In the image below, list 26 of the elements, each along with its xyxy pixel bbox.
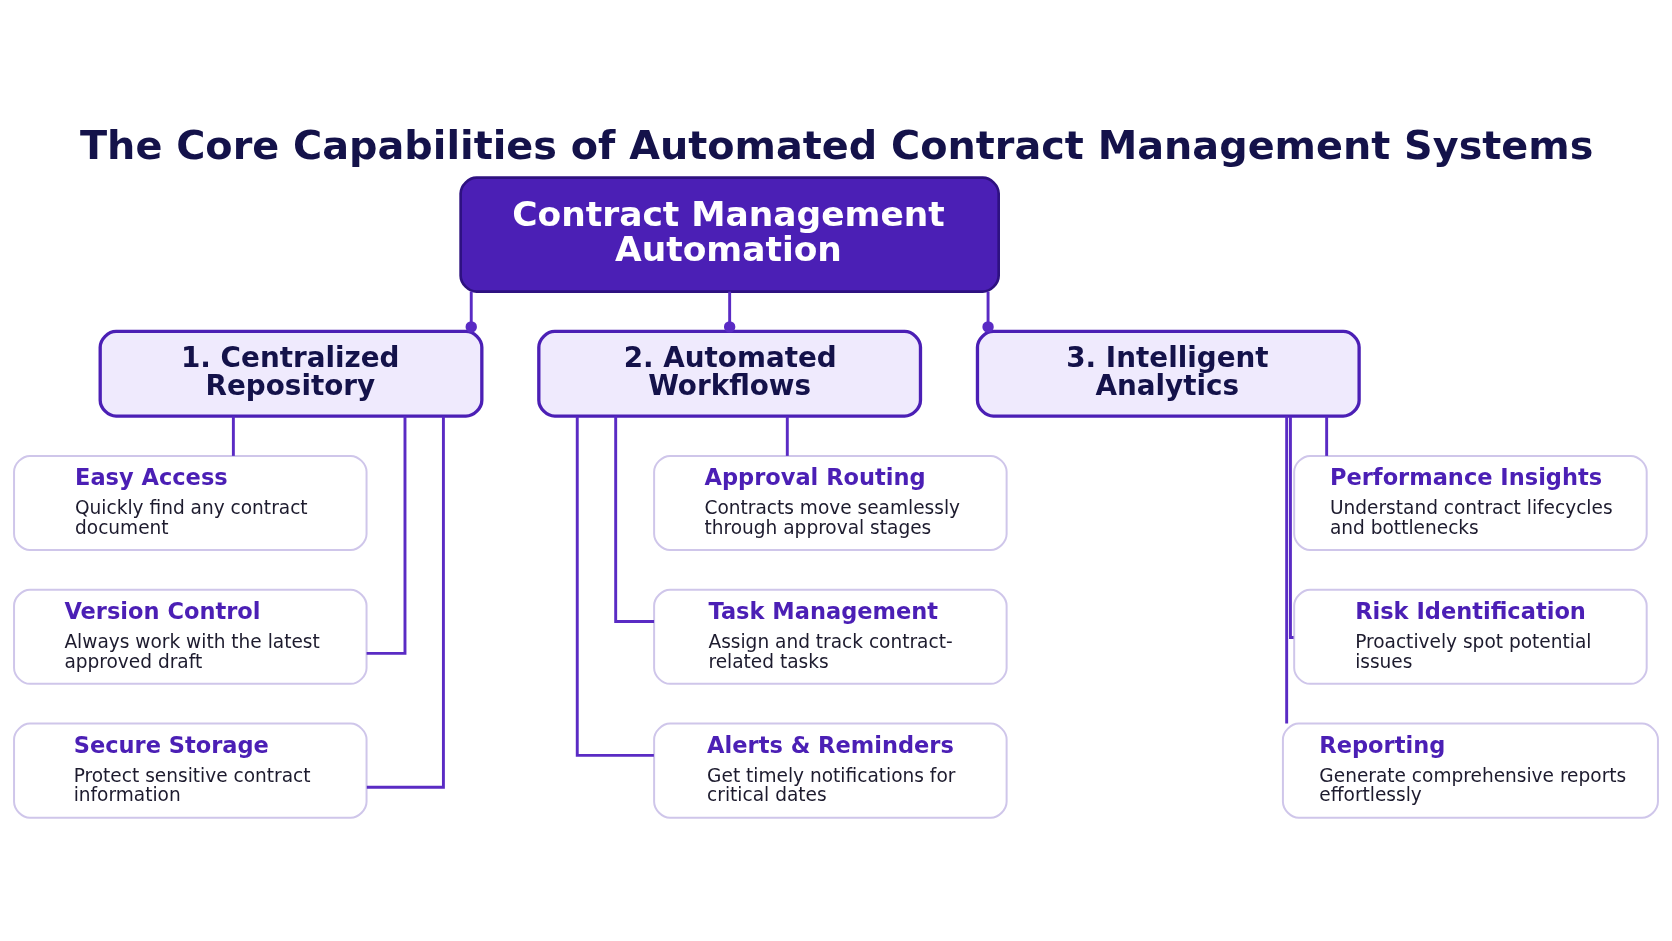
connector [366,416,407,655]
connector [982,291,994,333]
connector [231,416,235,456]
connector [785,416,789,456]
connector [614,416,655,624]
node-box: Reporting Generate comprehensive reports effortlessly [1281,722,1659,819]
node-box: Performance Insights Understand contract lifecycles and bottlenecks [1293,454,1648,551]
node-box: 2. Automated Workflows [537,329,923,418]
connector [1285,416,1289,724]
connector [1325,416,1329,456]
connector [465,291,477,333]
connector [723,291,736,333]
node-box: Alerts & Reminders Get timely notifications for critical dates [653,722,1008,819]
node-box: Approval Routing Contracts move seamlessly through approval stages [653,454,1008,551]
node-box: Risk Identification Proactively spot potential issues [1293,588,1648,685]
connector [575,416,654,757]
node-box: 1. Centralized Repository [98,329,484,418]
node-box: Task Management Assign and track contract-related tasks [653,588,1008,685]
node-box: Version Control Always work with the latest approved draft [13,588,368,685]
connector [1288,416,1294,639]
diagram-title: The Core Capabilities of Automated Contract Management Systems [79,122,1594,169]
node-box: Easy Access Quickly find any contract document [13,454,368,551]
node-box: Secure Storage Protect sensitive contract information [13,722,368,819]
node-box: 3. Intelligent Analytics [975,329,1361,418]
node-box: Contract Management Automation [459,176,1000,293]
connector [366,416,445,789]
